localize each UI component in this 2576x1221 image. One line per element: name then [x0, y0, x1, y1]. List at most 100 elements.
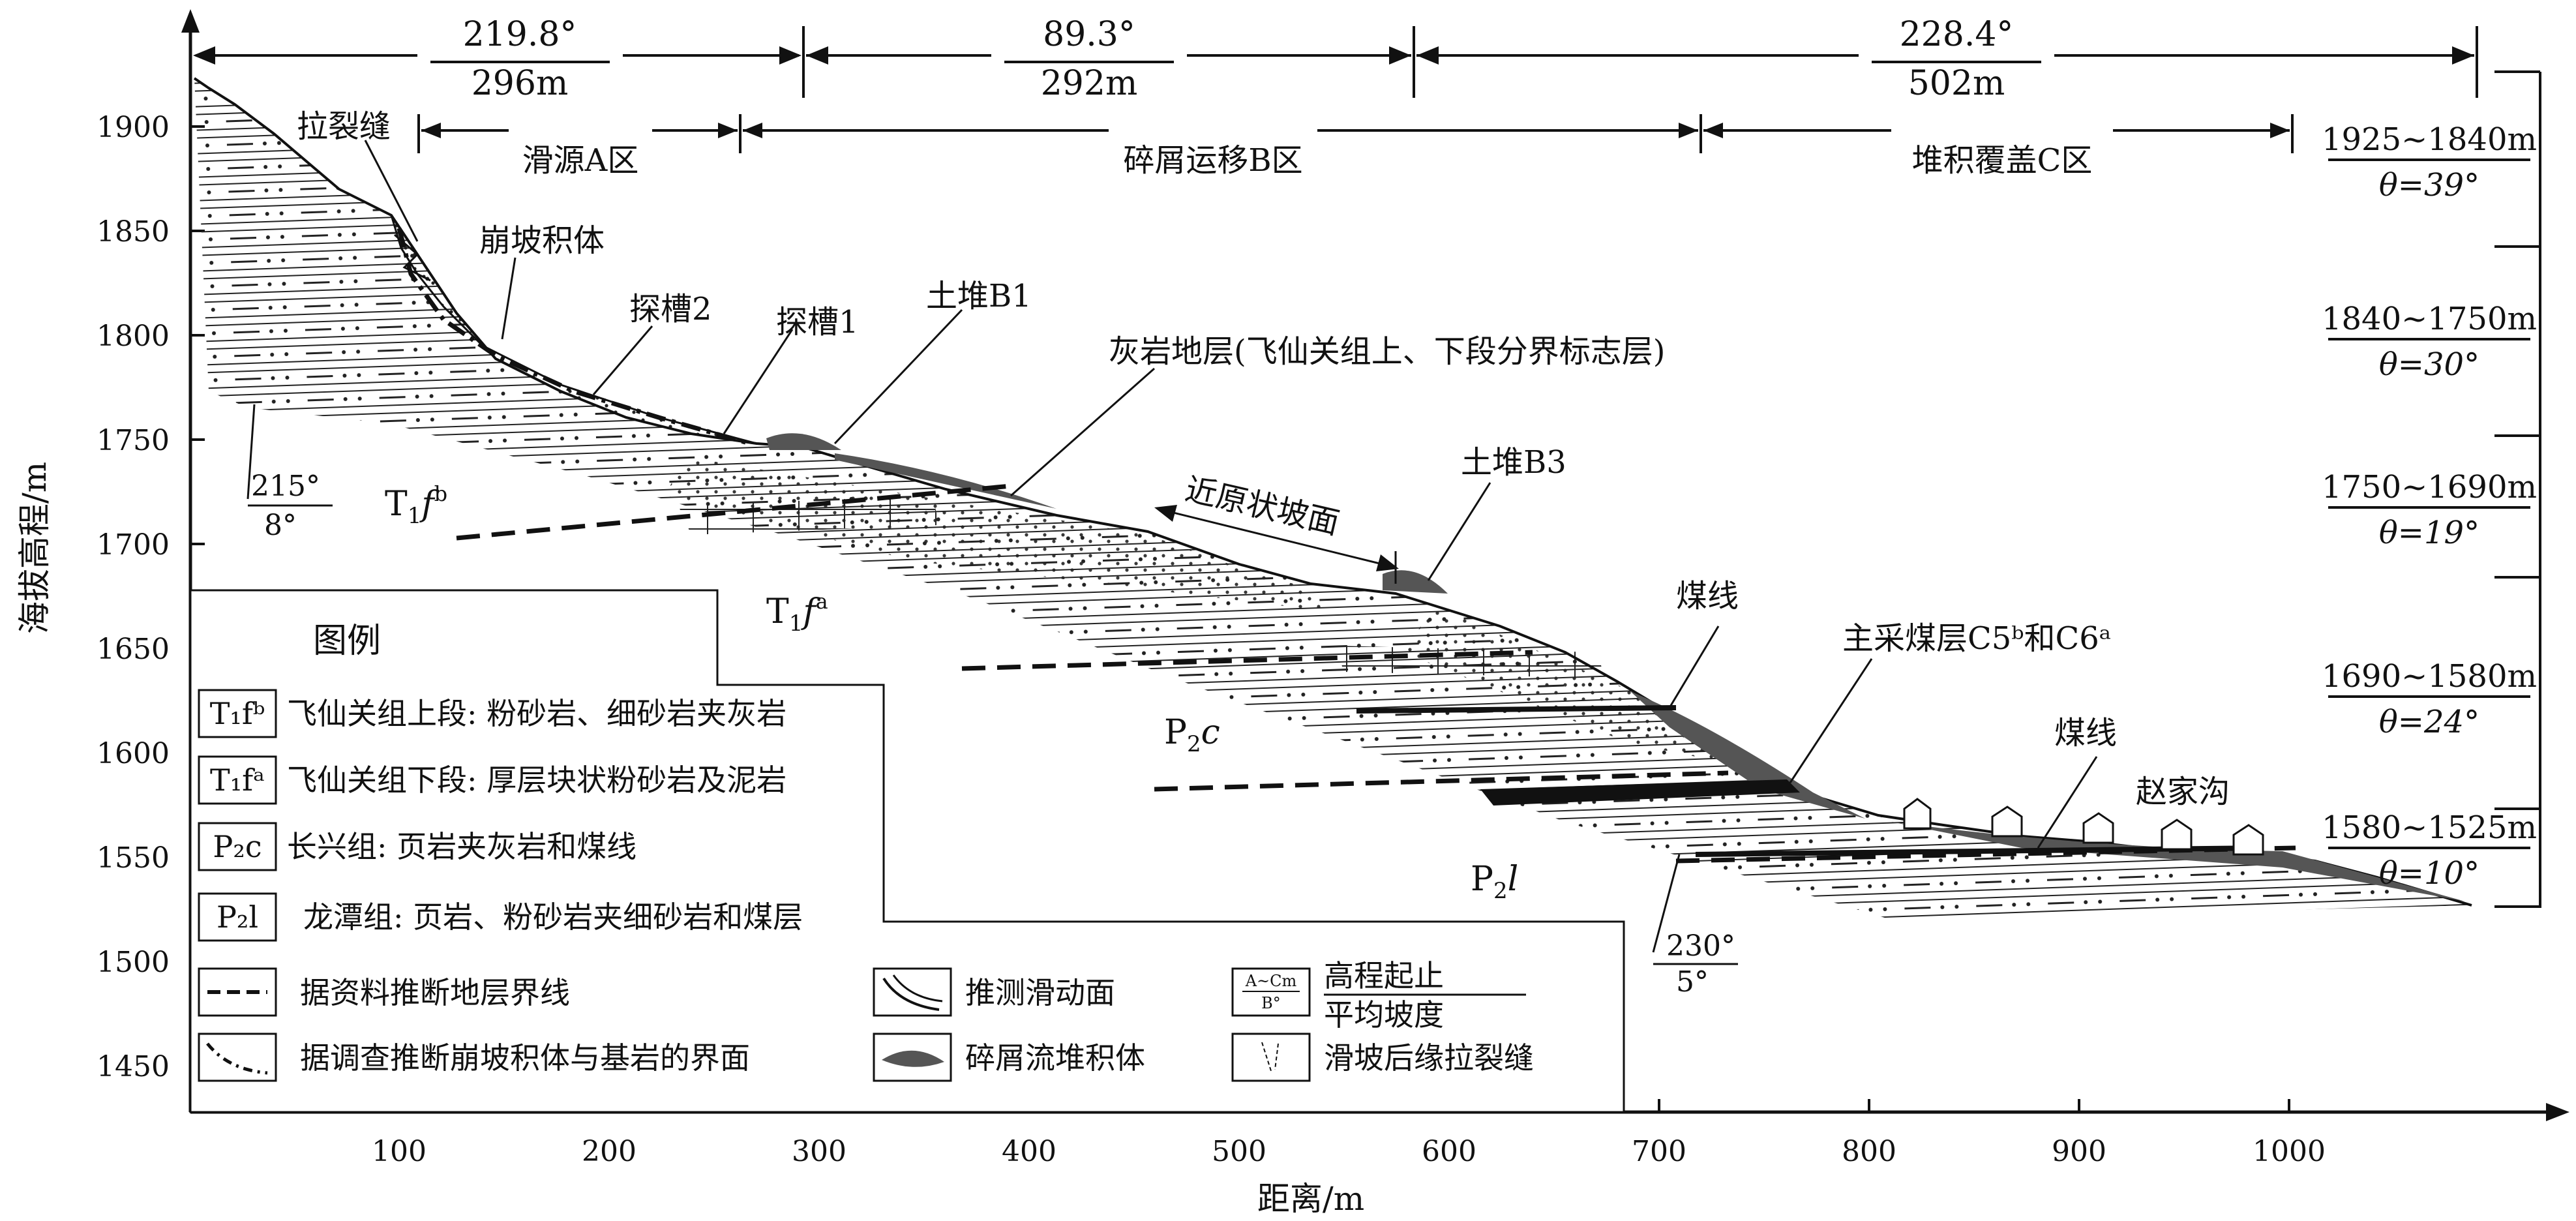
segment-theta: θ=19°: [2379, 515, 2479, 551]
legend-text: 飞仙关组下段: 厚层块状粉砂岩及泥岩: [287, 762, 786, 798]
zone-arrowhead: [743, 123, 762, 138]
annotations: 拉裂缝 崩坡积体 探槽2 探槽1 土堆B1 灰岩地层(飞仙关组上、下段分界标志层…: [248, 108, 2230, 999]
legend-code-box: [198, 689, 277, 738]
slope-arrowhead: [1376, 554, 1399, 571]
formation-p2l: P2l: [1471, 860, 1518, 904]
leader-line: [1789, 658, 1873, 783]
leader-line: [723, 329, 794, 434]
mound-b1-label: 土堆B1: [926, 278, 1032, 314]
zone-arrowhead: [718, 123, 738, 138]
top-span-dimensions: [193, 26, 2478, 98]
span-length: 296m: [472, 64, 569, 103]
x-tick-label: 300: [792, 1135, 846, 1168]
legend-text: 高程起止: [1324, 958, 1444, 993]
y-tick-label: 1650: [97, 633, 170, 666]
zone-arrowhead: [2270, 123, 2290, 138]
x-tick-label: 500: [1212, 1135, 1266, 1168]
top-span-labels: 219.8° 296m 89.3° 292m 228.4° 502m: [463, 15, 2014, 103]
legend-formation-items: T₁fᵇ 飞仙关组上段: 粉砂岩、细砂岩夹灰岩 T₁fᵃ 飞仙关组下段: 厚层块…: [198, 689, 803, 942]
legend-text: 推测滑动面: [965, 975, 1115, 1010]
span-arrowhead: [1389, 46, 1411, 65]
debris-deposit: [1891, 822, 2465, 901]
attitude-dip: 8°: [264, 509, 297, 542]
coal-line-label: 煤线: [1676, 578, 1739, 614]
debris-deposit: [835, 453, 1056, 509]
zone-b-label: 碎屑运移B区: [1123, 142, 1302, 179]
leader-line: [833, 309, 963, 445]
span-arrowhead: [2452, 46, 2474, 65]
x-tick-label: 100: [372, 1135, 427, 1168]
span-angle: 89.3°: [1043, 15, 1135, 54]
y-axis-arrow: [181, 9, 200, 33]
attitude-dip: 5°: [1676, 965, 1709, 999]
debris-deposit-symbol: [882, 1050, 944, 1067]
debris-deposit: [766, 433, 841, 450]
slope-arrowhead: [1154, 505, 1177, 522]
ground-surface: [193, 77, 2472, 907]
legend-code: T₁fᵃ: [210, 762, 265, 798]
y-tick-label: 1900: [97, 111, 170, 144]
leader-lines: [247, 140, 2098, 953]
span-arrowhead: [779, 46, 801, 65]
leader-line: [364, 140, 419, 242]
main-coal-seam-label: 主采煤层C5ᵇ和C6ᵃ: [1842, 620, 2111, 657]
legend-text: 据资料推断地层界线: [300, 975, 570, 1010]
segment-range: 1840~1750m: [2322, 301, 2537, 337]
mound-b3-label: 土堆B3: [1461, 444, 1566, 481]
zone-arrowhead: [1703, 123, 1723, 138]
legend-symbol-box: [1231, 1033, 1311, 1082]
segment-range: 1750~1690m: [2322, 469, 2537, 505]
legend-code: T₁fᵇ: [210, 696, 265, 731]
y-tick-label: 1550: [97, 841, 170, 875]
zone-a-label: 滑源A区: [522, 142, 639, 179]
house-icon: [1991, 806, 2023, 837]
legend-text: 据调查推断崩坡积体与基岩的界面: [300, 1040, 750, 1076]
original-slope-label: 近原状坡面: [1182, 471, 1342, 542]
rear-crack-symbol: [1261, 1042, 1279, 1074]
colluvium-label: 崩坡积体: [479, 222, 605, 259]
leader-line: [1427, 482, 1491, 581]
x-tick-label: 600: [1422, 1135, 1476, 1168]
legend-code-box: [198, 892, 277, 942]
formation-boundary: [456, 483, 1011, 541]
legend-symbol-box: [198, 1033, 277, 1082]
formation-boundary: [961, 650, 1533, 671]
y-tick-label: 1800: [97, 320, 170, 353]
legend: 图例 T₁fᵇ 飞仙关组上段: 粉砂岩、细砂岩夹灰岩 T₁fᵃ 飞仙关组下段: …: [189, 589, 1625, 1113]
elev-icon-top: A~Cm: [1245, 972, 1297, 990]
legend-text: 龙潭组: 页岩、粉砂岩夹细砂岩和煤层: [303, 899, 803, 935]
coal-line-label: 煤线: [2054, 715, 2117, 751]
legend-title: 图例: [313, 622, 381, 661]
x-tick-label: 900: [2052, 1135, 2106, 1168]
segment-theta: θ=30°: [2379, 346, 2479, 383]
segment-range: 1925~1840m: [2322, 121, 2537, 158]
sliding-surface-symbol: [892, 974, 943, 1002]
house-icon: [2232, 824, 2264, 856]
segment-range: 1690~1580m: [2322, 658, 2537, 695]
sandstone-band: [665, 457, 1343, 613]
leader-line: [1668, 626, 1720, 708]
house-icon: [1903, 798, 1932, 830]
debris-deposit: [1630, 691, 1865, 819]
slope-segment-scale: [2328, 70, 2541, 908]
attitude-direction: 230°: [1666, 929, 1735, 963]
formation-p2c: P2c: [1164, 713, 1220, 757]
x-axis-arrow: [2546, 1103, 2569, 1121]
y-tick-label: 1750: [97, 424, 170, 457]
debris-deposit: [1383, 570, 1448, 594]
formation-boundary: [1154, 770, 1729, 792]
zone-arrowhead: [421, 123, 441, 138]
span-angle: 228.4°: [1900, 15, 2014, 54]
x-tick-label: 1000: [2253, 1135, 2326, 1168]
legend-text: 长兴组: 页岩夹灰岩和煤线: [287, 829, 637, 864]
leader-line: [1010, 367, 1155, 497]
y-tick-label: 1600: [97, 737, 170, 770]
y-tick-labels: 1900 1850 1800 1750 1700 1650 1600 1550 …: [97, 111, 170, 1083]
zone-c-label: 堆积覆盖C区: [1912, 142, 2093, 179]
y-axis-title: 海拔高程/m: [16, 462, 53, 634]
y-tick-label: 1500: [97, 946, 170, 979]
zone-arrowhead: [1679, 123, 1698, 138]
span-length: 292m: [1041, 64, 1138, 103]
segment-range: 1580~1525m: [2322, 809, 2537, 846]
zone-dimensions: [417, 114, 2294, 153]
